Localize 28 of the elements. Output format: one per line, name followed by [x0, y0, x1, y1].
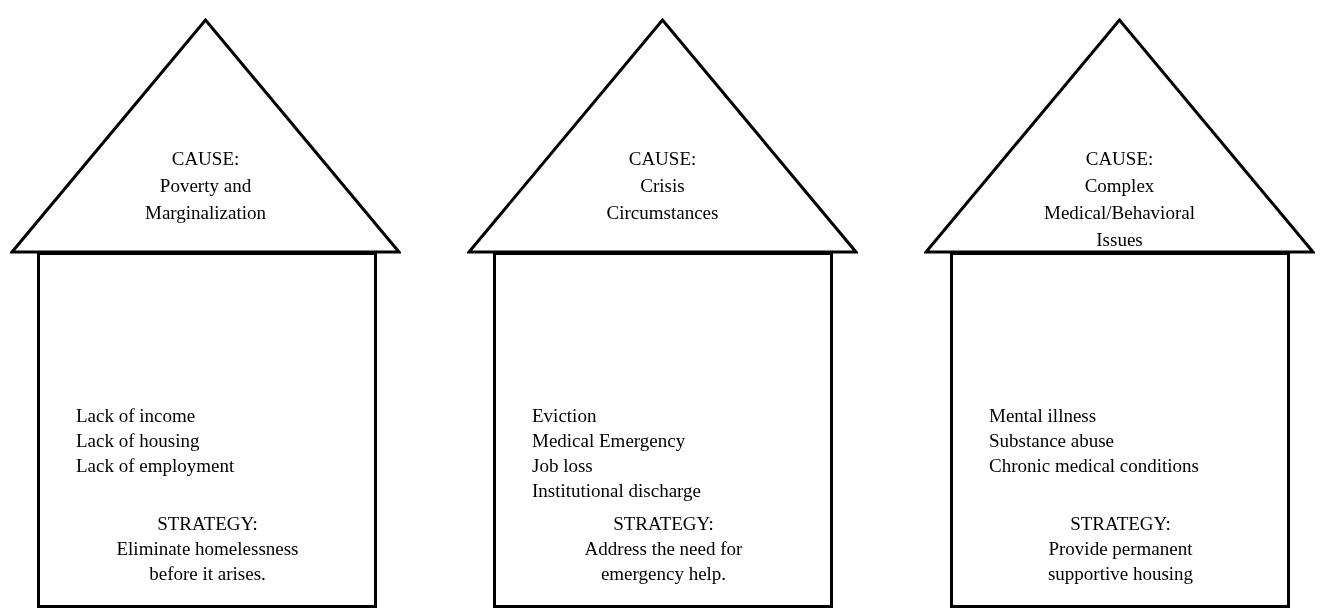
strategy-text: Eliminate homelessness before it arises. [115, 537, 300, 586]
list-item: Job loss [532, 454, 594, 478]
house-body-box [950, 252, 1290, 608]
cause-heading: CAUSE: [627, 147, 698, 171]
list-item: Chronic medical conditions [989, 454, 1199, 478]
cause-text: Poverty and Marginalization [144, 174, 267, 225]
list-item: Mental illness [989, 404, 1098, 428]
list-item: Lack of employment [76, 454, 235, 478]
house-body-box [37, 252, 377, 608]
list-item: Lack of housing [76, 429, 201, 453]
list-item: Lack of income [76, 404, 197, 428]
strategy-heading: STRATEGY: [612, 512, 715, 536]
strategy-text: Provide permanent supportive housing [1046, 537, 1195, 586]
list-item: Eviction [532, 404, 598, 428]
cause-text: Crisis Circumstances [605, 174, 720, 225]
cause-heading: CAUSE: [1084, 147, 1155, 171]
strategy-text: Address the need for emergency help. [583, 537, 744, 586]
list-item: Medical Emergency [532, 429, 687, 453]
list-item: Institutional discharge [532, 479, 702, 503]
roof-triangle [467, 18, 858, 254]
cause-text: Complex Medical/Behavioral Issues [1043, 174, 1196, 252]
house-body-box [493, 252, 833, 608]
cause-heading: CAUSE: [170, 147, 241, 171]
strategy-heading: STRATEGY: [156, 512, 259, 536]
strategy-heading: STRATEGY: [1069, 512, 1172, 536]
list-item: Substance abuse [989, 429, 1116, 453]
roof-triangle [10, 18, 401, 254]
roof-triangle [924, 18, 1315, 254]
